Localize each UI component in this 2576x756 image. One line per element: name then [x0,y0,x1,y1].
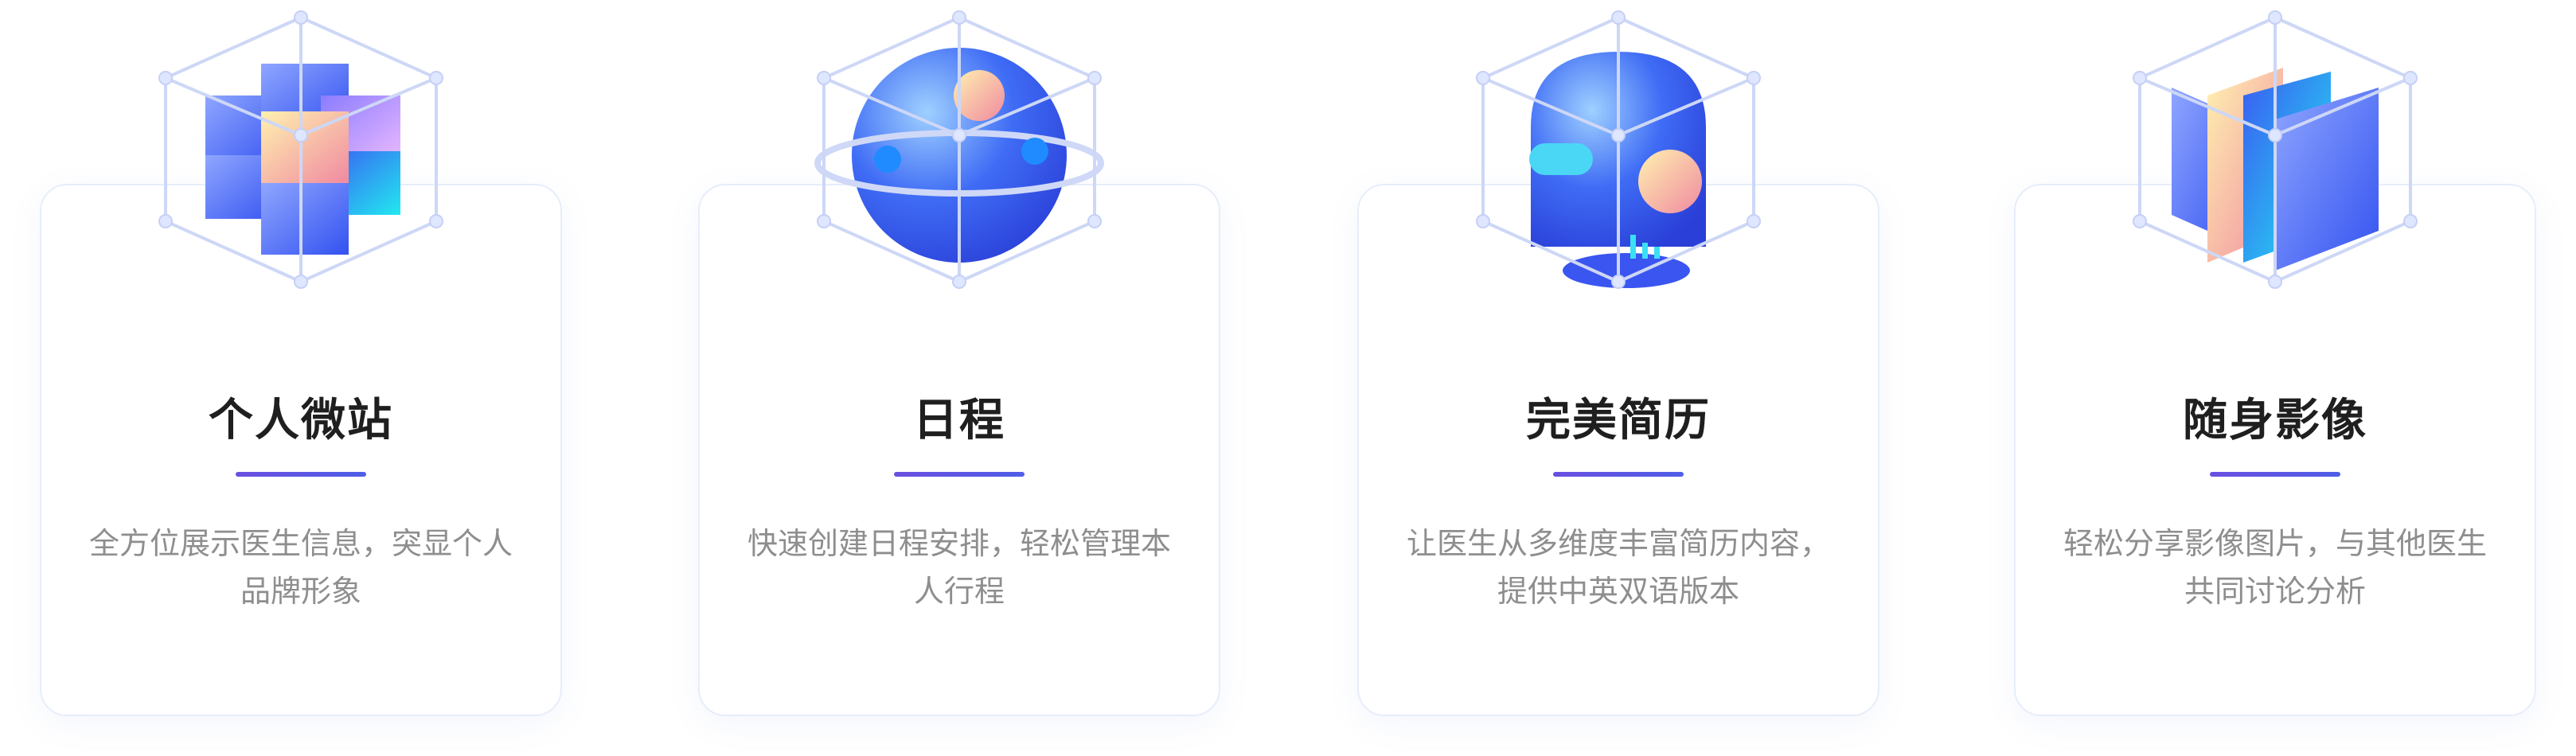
feature-card-portable-imaging[interactable]: 随身影像 轻松分享影像图片，与其他医生共同讨论分析 [2014,10,2536,716]
feature-description: 让医生从多维度丰富简历内容，提供中英双语版本 [1407,526,1831,609]
robot-head-icon [1475,10,1762,290]
feature-title: 个人微站 [209,395,393,446]
feature-card-micro-site[interactable]: 个人微站 全方位展示医生信息，突显个人品牌形象 [40,10,562,716]
feature-description: 快速创建日程安排，轻松管理本人行程 [747,526,1172,609]
image-panels-icon [2132,10,2418,290]
title-underline [236,472,366,477]
feature-title: 完美简历 [1526,395,1711,446]
title-underline [1553,472,1684,477]
planet-icon [814,10,1104,290]
title-underline [894,472,1025,477]
cubes-icon [158,10,444,290]
title-underline [2210,472,2340,477]
feature-card-resume[interactable]: 完美简历 让医生从多维度丰富简历内容，提供中英双语版本 [1357,10,1879,716]
feature-title: 日程 [913,395,1005,446]
feature-description: 全方位展示医生信息，突显个人品牌形象 [89,526,513,609]
feature-description: 轻松分享影像图片，与其他医生共同讨论分析 [2063,526,2488,609]
feature-card-schedule[interactable]: 日程 快速创建日程安排，轻松管理本人行程 [698,10,1220,716]
feature-title: 随身影像 [2183,395,2367,446]
